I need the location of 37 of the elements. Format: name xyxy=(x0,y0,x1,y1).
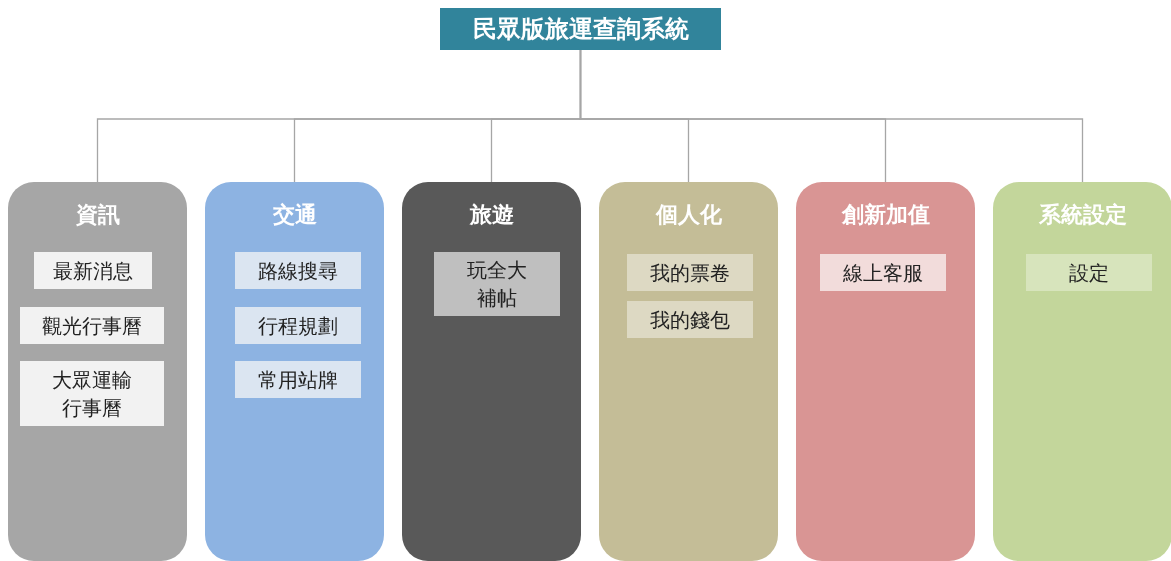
category-column xyxy=(796,182,975,561)
column-heading: 系統設定 xyxy=(1038,201,1127,229)
menu-item-box xyxy=(34,252,152,289)
item-label: 路線搜尋 xyxy=(258,257,338,285)
category-column xyxy=(205,182,384,561)
category-column xyxy=(402,182,581,561)
item-label: 我的票卷 xyxy=(650,259,730,287)
column-heading: 旅遊 xyxy=(469,201,514,229)
menu-item-box xyxy=(235,361,361,398)
title-text: 民眾版旅運查詢系統 xyxy=(472,14,689,45)
menu-item-box xyxy=(20,361,164,426)
menu-item-box xyxy=(20,307,164,344)
menu-item-box xyxy=(1026,254,1152,291)
category-column xyxy=(8,182,187,561)
column-heading: 個人化 xyxy=(655,201,722,229)
item-label: 大眾運輸行事曆 xyxy=(51,366,133,422)
menu-item-box xyxy=(235,307,361,344)
item-label: 我的錢包 xyxy=(650,306,730,334)
column-heading: 創新加值 xyxy=(841,201,930,229)
item-label: 線上客服 xyxy=(843,259,923,287)
item-label: 玩全大補帖 xyxy=(466,257,528,312)
menu-item-box xyxy=(235,252,361,289)
item-label: 常用站牌 xyxy=(258,366,338,394)
item-label: 設定 xyxy=(1069,259,1109,287)
menu-item-box xyxy=(820,254,946,291)
column-heading: 交通 xyxy=(272,201,317,229)
menu-item-box xyxy=(627,254,753,291)
menu-item-box xyxy=(434,252,560,316)
category-column xyxy=(993,182,1171,561)
connector-line xyxy=(579,49,1084,183)
column-heading: 資訊 xyxy=(75,201,120,229)
item-label: 最新消息 xyxy=(53,257,133,285)
menu-item-box xyxy=(627,301,753,338)
item-label: 行程規劃 xyxy=(258,312,338,340)
title-box xyxy=(440,8,721,50)
item-label: 觀光行事曆 xyxy=(42,312,142,340)
category-column xyxy=(599,182,778,561)
